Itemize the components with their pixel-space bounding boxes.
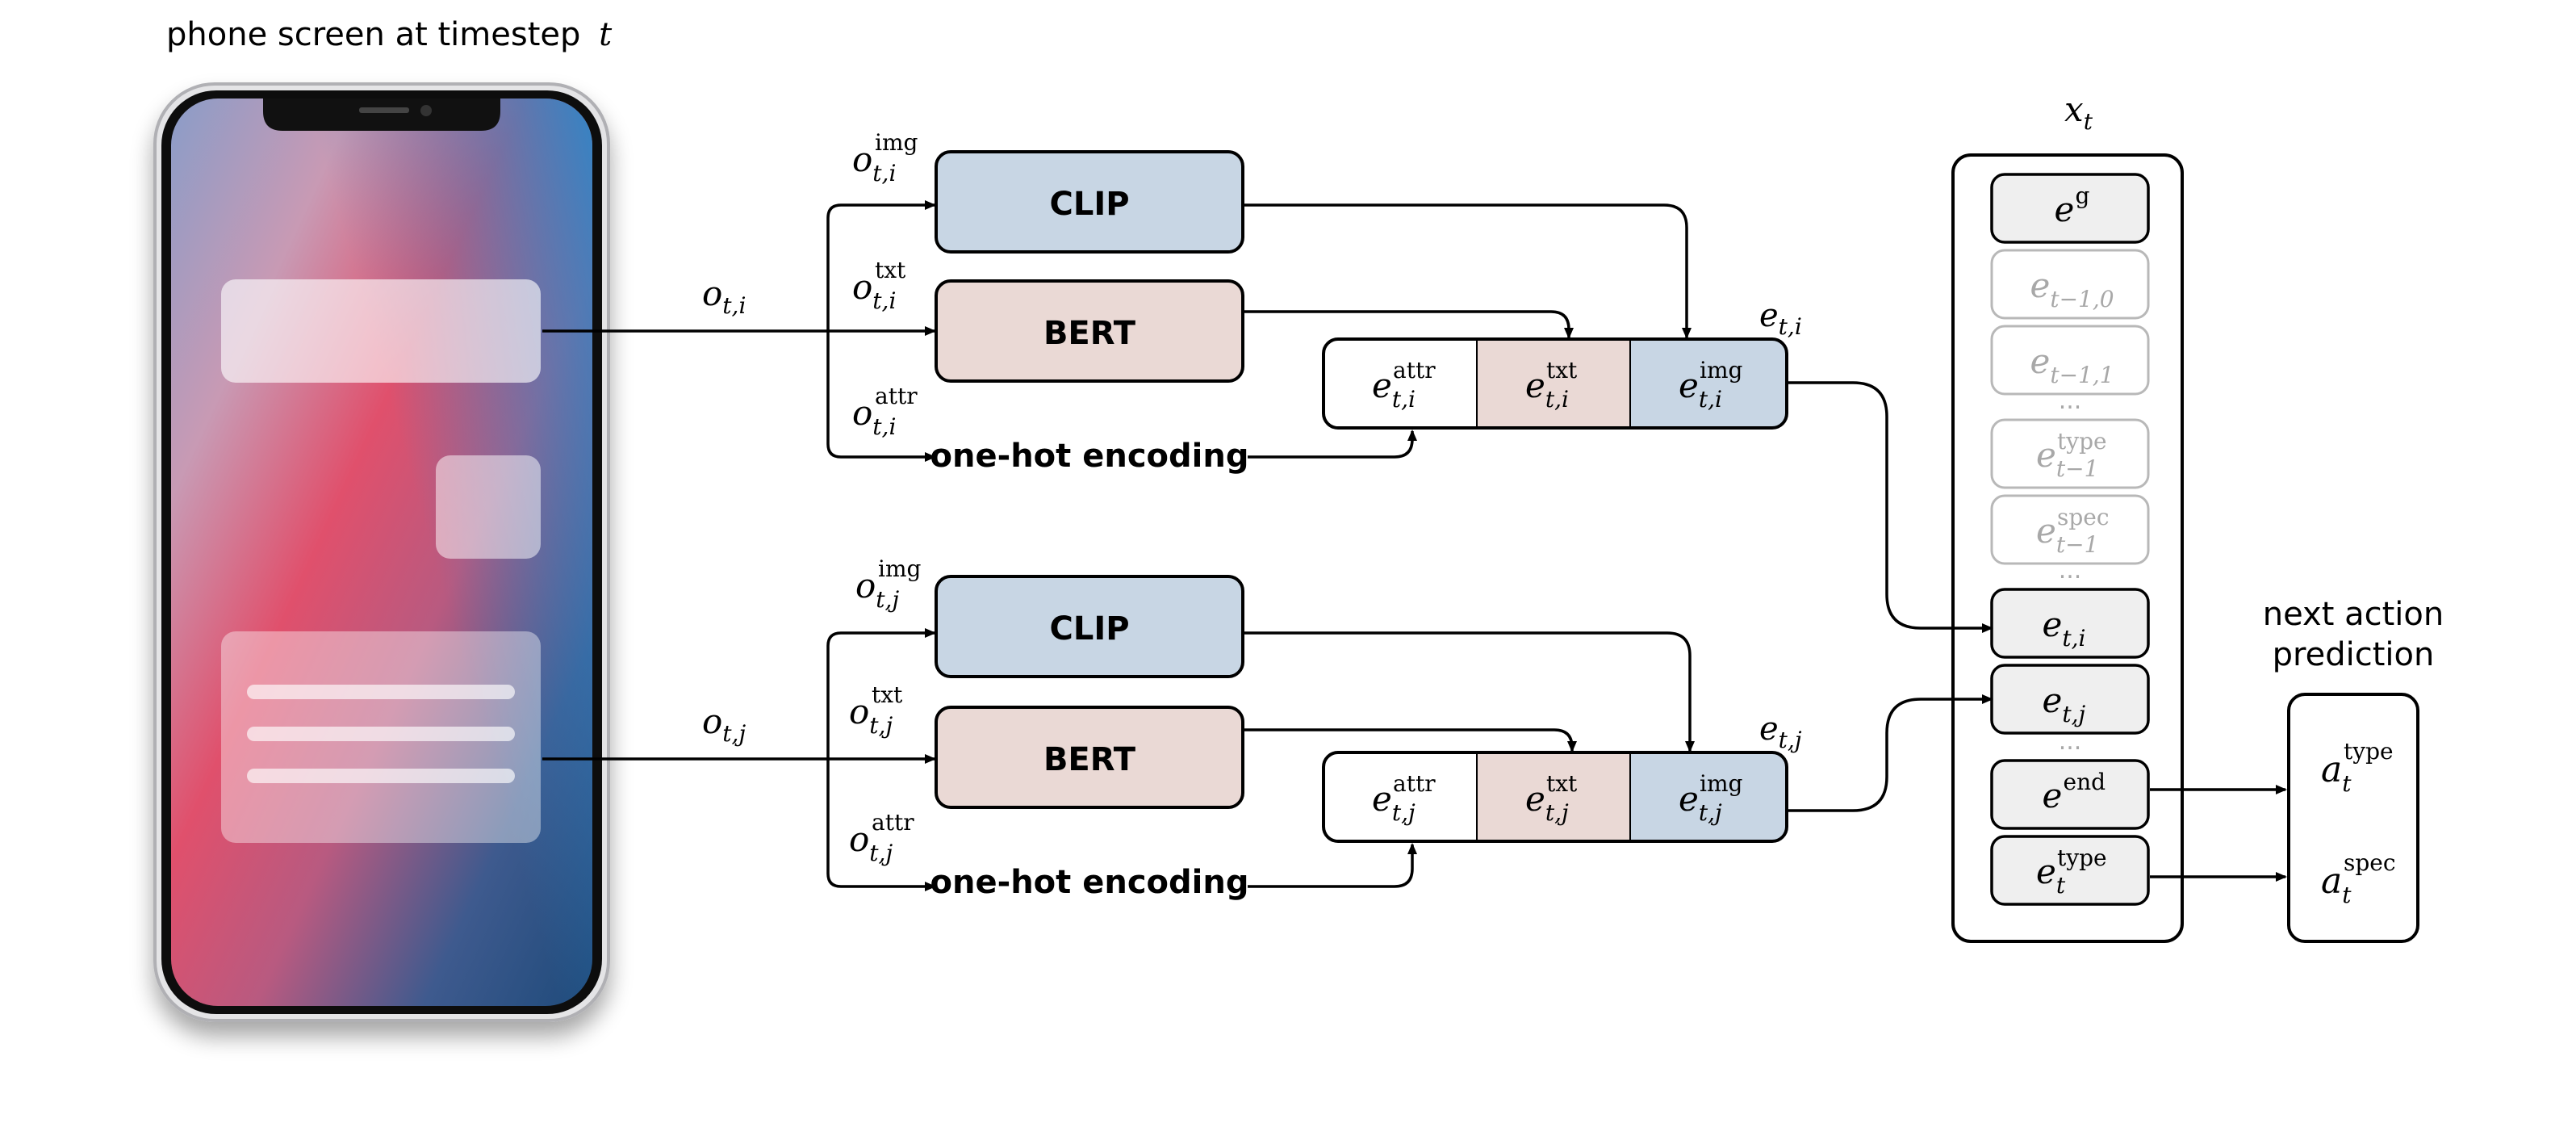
prediction-type: at [2321, 749, 2352, 797]
prediction-spec: at [2321, 861, 2352, 908]
emb-attr-cell-i: et,i [1372, 366, 1416, 413]
arrow-clip-to-emb-j [1244, 631, 1695, 752]
phone-caption: phone screen at timestep t [166, 16, 613, 53]
embedding-label-i: et,i [1759, 297, 1802, 340]
sequence-item: et−1,0 [2030, 266, 2114, 312]
embedding-concat-i: et,i et,i attr et,i txt et,i img [1322, 297, 1802, 430]
emb-txt-cell-i: et,i [1525, 366, 1569, 413]
emb-img-cell-i: et,i [1679, 366, 1722, 413]
obs-img-sup-j: img [878, 555, 922, 582]
sequence-item-box [1990, 249, 2150, 320]
prediction-spec-sup: spec [2344, 849, 2396, 876]
sequence-item-box [1990, 173, 2150, 244]
emb-txt-sup-j: txt [1546, 770, 1578, 797]
obs-img-sup-i: img [875, 129, 918, 156]
sequence-item: et,j [2043, 681, 2086, 727]
emb-img-sup-i: img [1700, 357, 1743, 383]
bert-label-i: BERT [1043, 315, 1136, 352]
emb-img-sup-j: img [1700, 770, 1743, 797]
sequence-item: et [2036, 852, 2066, 899]
obs-label-j: ot,j [702, 702, 746, 747]
sequence-item-sup: type [2057, 428, 2107, 455]
sequence-item: e [2055, 190, 2075, 229]
connectors [542, 200, 2287, 891]
bert-box-i [935, 279, 1244, 383]
emb-attr-cell-j: et,j [1372, 779, 1416, 826]
onehot-label-i: one-hot encoding [930, 438, 1249, 475]
clip-label-j: CLIP [1049, 610, 1129, 648]
obs-txt-sup-i: txt [875, 257, 906, 283]
sequence-item-box [1990, 325, 2150, 396]
sequence-item-sup: spec [2057, 504, 2110, 530]
sequence-item: et−1 [2036, 511, 2098, 558]
phone-notch [263, 98, 500, 131]
obs-img-label-j: ot,j [855, 566, 899, 613]
clip-box-i [935, 150, 1244, 254]
encoders-i: CLIP BERT one-hot encoding [930, 150, 1249, 475]
bert-box-j [935, 706, 1244, 809]
arrow-clip-to-emb-i [1244, 203, 1692, 339]
embedding-label-j: et,j [1759, 710, 1802, 753]
prediction-box [2287, 693, 2419, 943]
arrow-bert-to-emb-i [1244, 310, 1574, 339]
ui-element-j [221, 631, 541, 843]
encoders-j: CLIP BERT one-hot encoding [930, 575, 1249, 901]
ui-element-small [436, 455, 541, 559]
sequence-item: et−1,1 [2030, 342, 2114, 388]
onehot-label-j: one-hot encoding [930, 864, 1249, 901]
sequence-item-box [1990, 418, 2150, 489]
sequence-item-sup: g [2076, 182, 2090, 209]
prediction-title-line1: next action [2263, 596, 2444, 633]
prediction-title-line2: prediction [2273, 636, 2435, 673]
sequence-item: et,i [2043, 605, 2086, 652]
obs-attr-sup-j: attr [872, 809, 914, 836]
sequence-item-box [1990, 759, 2150, 830]
obs-label-i: ot,i [702, 274, 746, 319]
sequence-item-sup: type [2057, 845, 2107, 871]
obs-txt-sup-j: txt [872, 681, 903, 708]
sequence-item-box [1990, 835, 2150, 906]
obs-attr-label-i: ot,i [852, 393, 896, 440]
arrow-onehot-to-emb-j [1248, 843, 1417, 888]
sequence-ellipsis: ... [2059, 387, 2082, 415]
emb-txt-sup-i: txt [1546, 357, 1578, 383]
clip-box-j [935, 575, 1244, 678]
ui-element-i [221, 279, 541, 383]
input-labels-j: ot,j ot,j img ot,j txt ot,j attr [702, 555, 922, 866]
sequence-ellipsis: ... [2059, 727, 2082, 756]
obs-txt-label-i: ot,i [852, 267, 896, 314]
sequence-item: et−1 [2036, 435, 2098, 482]
bert-label-j: BERT [1043, 741, 1136, 778]
arrow-branch-onehot-j [826, 759, 936, 891]
obs-attr-label-j: ot,j [849, 819, 893, 866]
prediction-type-sup: type [2344, 738, 2394, 765]
emb-txt-cell-j: et,j [1525, 779, 1569, 826]
obs-img-label-i: ot,i [852, 140, 896, 187]
arrow-branch-clip-j [826, 628, 936, 759]
obs-txt-label-j: ot,j [849, 692, 893, 739]
arrow-branch-onehot-i [826, 331, 936, 462]
embedding-concat-j: et,j et,j attr et,j txt et,j img [1322, 710, 1802, 843]
sequence-item-box [1990, 494, 2150, 565]
emb-attr-sup-i: attr [1393, 357, 1436, 383]
sequence-ellipsis: ... [2059, 556, 2082, 585]
arrow-bert-to-emb-j [1244, 728, 1577, 752]
sequence-item-sup: end [2064, 769, 2106, 795]
sequence-title: xt [2064, 90, 2093, 135]
input-labels-i: ot,i ot,i img ot,i txt ot,i attr [702, 129, 918, 440]
arrow-emb-to-seq-j [1788, 694, 1993, 812]
clip-label-i: CLIP [1049, 186, 1129, 223]
arrow-emb-to-seq-i [1788, 381, 1993, 633]
arrow-branch-clip-i [826, 200, 936, 331]
sequence-item: e [2043, 776, 2063, 815]
arrow-onehot-to-emb-i [1248, 430, 1417, 459]
emb-img-cell-j: et,j [1679, 779, 1722, 826]
obs-attr-sup-i: attr [875, 383, 918, 409]
emb-attr-sup-j: attr [1393, 770, 1436, 797]
